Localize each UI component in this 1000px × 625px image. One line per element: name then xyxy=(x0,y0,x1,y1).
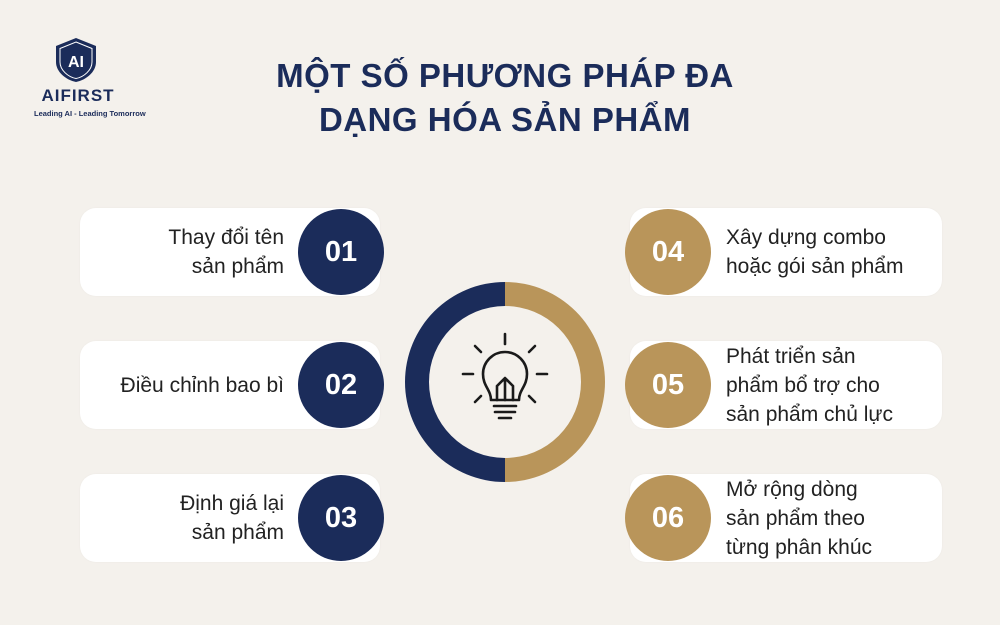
method-label-01: Thay đổi tên sản phẩm xyxy=(84,208,284,296)
title-line-2: DẠNG HÓA SẢN PHẨM xyxy=(318,101,692,138)
brand-tagline: Leading AI - Leading Tomorrow xyxy=(34,109,146,118)
method-02-line-1: Điều chỉnh bao bì xyxy=(120,373,284,397)
method-number-02: 02 xyxy=(298,342,384,428)
center-ring xyxy=(405,282,605,482)
method-04-line-1: Xây dựng combo xyxy=(726,226,886,249)
page-title: MỘT SỐ PHƯƠNG PHÁP ĐA DẠNG HÓA SẢN PHẨM xyxy=(200,54,810,142)
method-06-line-2: sản phẩm theo xyxy=(726,506,865,530)
method-03-line-2: sản phẩm xyxy=(191,521,284,544)
method-01-line-2: sản phẩm xyxy=(191,255,284,278)
method-number-06: 06 xyxy=(625,475,711,561)
method-label-02: Điều chỉnh bao bì xyxy=(84,341,284,429)
method-label-04: Xây dựng combo hoặc gói sản phẩm xyxy=(726,208,936,296)
method-number-01: 01 xyxy=(298,209,384,295)
brand-name: AIFIRST xyxy=(41,86,115,105)
method-05-line-1: Phát triển sản xyxy=(726,344,856,368)
method-label-03: Định giá lại sản phẩm xyxy=(84,474,284,562)
title-line-1: MỘT SỐ PHƯƠNG PHÁP ĐA xyxy=(276,57,734,94)
ring-right-half xyxy=(505,282,605,482)
method-label-05: Phát triển sản phẩm bổ trợ cho sản phẩm … xyxy=(726,341,936,429)
method-label-06: Mở rộng dòng sản phẩm theo từng phân khú… xyxy=(726,474,936,562)
shield-logo-icon: AI xyxy=(56,38,96,82)
method-number-05: 05 xyxy=(625,342,711,428)
method-04-line-2: hoặc gói sản phẩm xyxy=(726,255,904,278)
lightbulb-icon xyxy=(461,332,549,420)
ring-left-half xyxy=(405,282,505,482)
method-03-line-1: Định giá lại xyxy=(180,492,284,515)
method-number-03: 03 xyxy=(298,475,384,561)
method-01-line-1: Thay đổi tên xyxy=(168,226,284,249)
logo-mark-text: AI xyxy=(68,54,84,71)
method-06-line-3: từng phân khúc xyxy=(726,535,872,559)
method-06-line-1: Mở rộng dòng xyxy=(726,477,858,501)
method-05-line-3: sản phẩm chủ lực xyxy=(726,402,893,426)
method-number-04: 04 xyxy=(625,209,711,295)
method-05-line-2: phẩm bổ trợ cho xyxy=(726,373,880,397)
